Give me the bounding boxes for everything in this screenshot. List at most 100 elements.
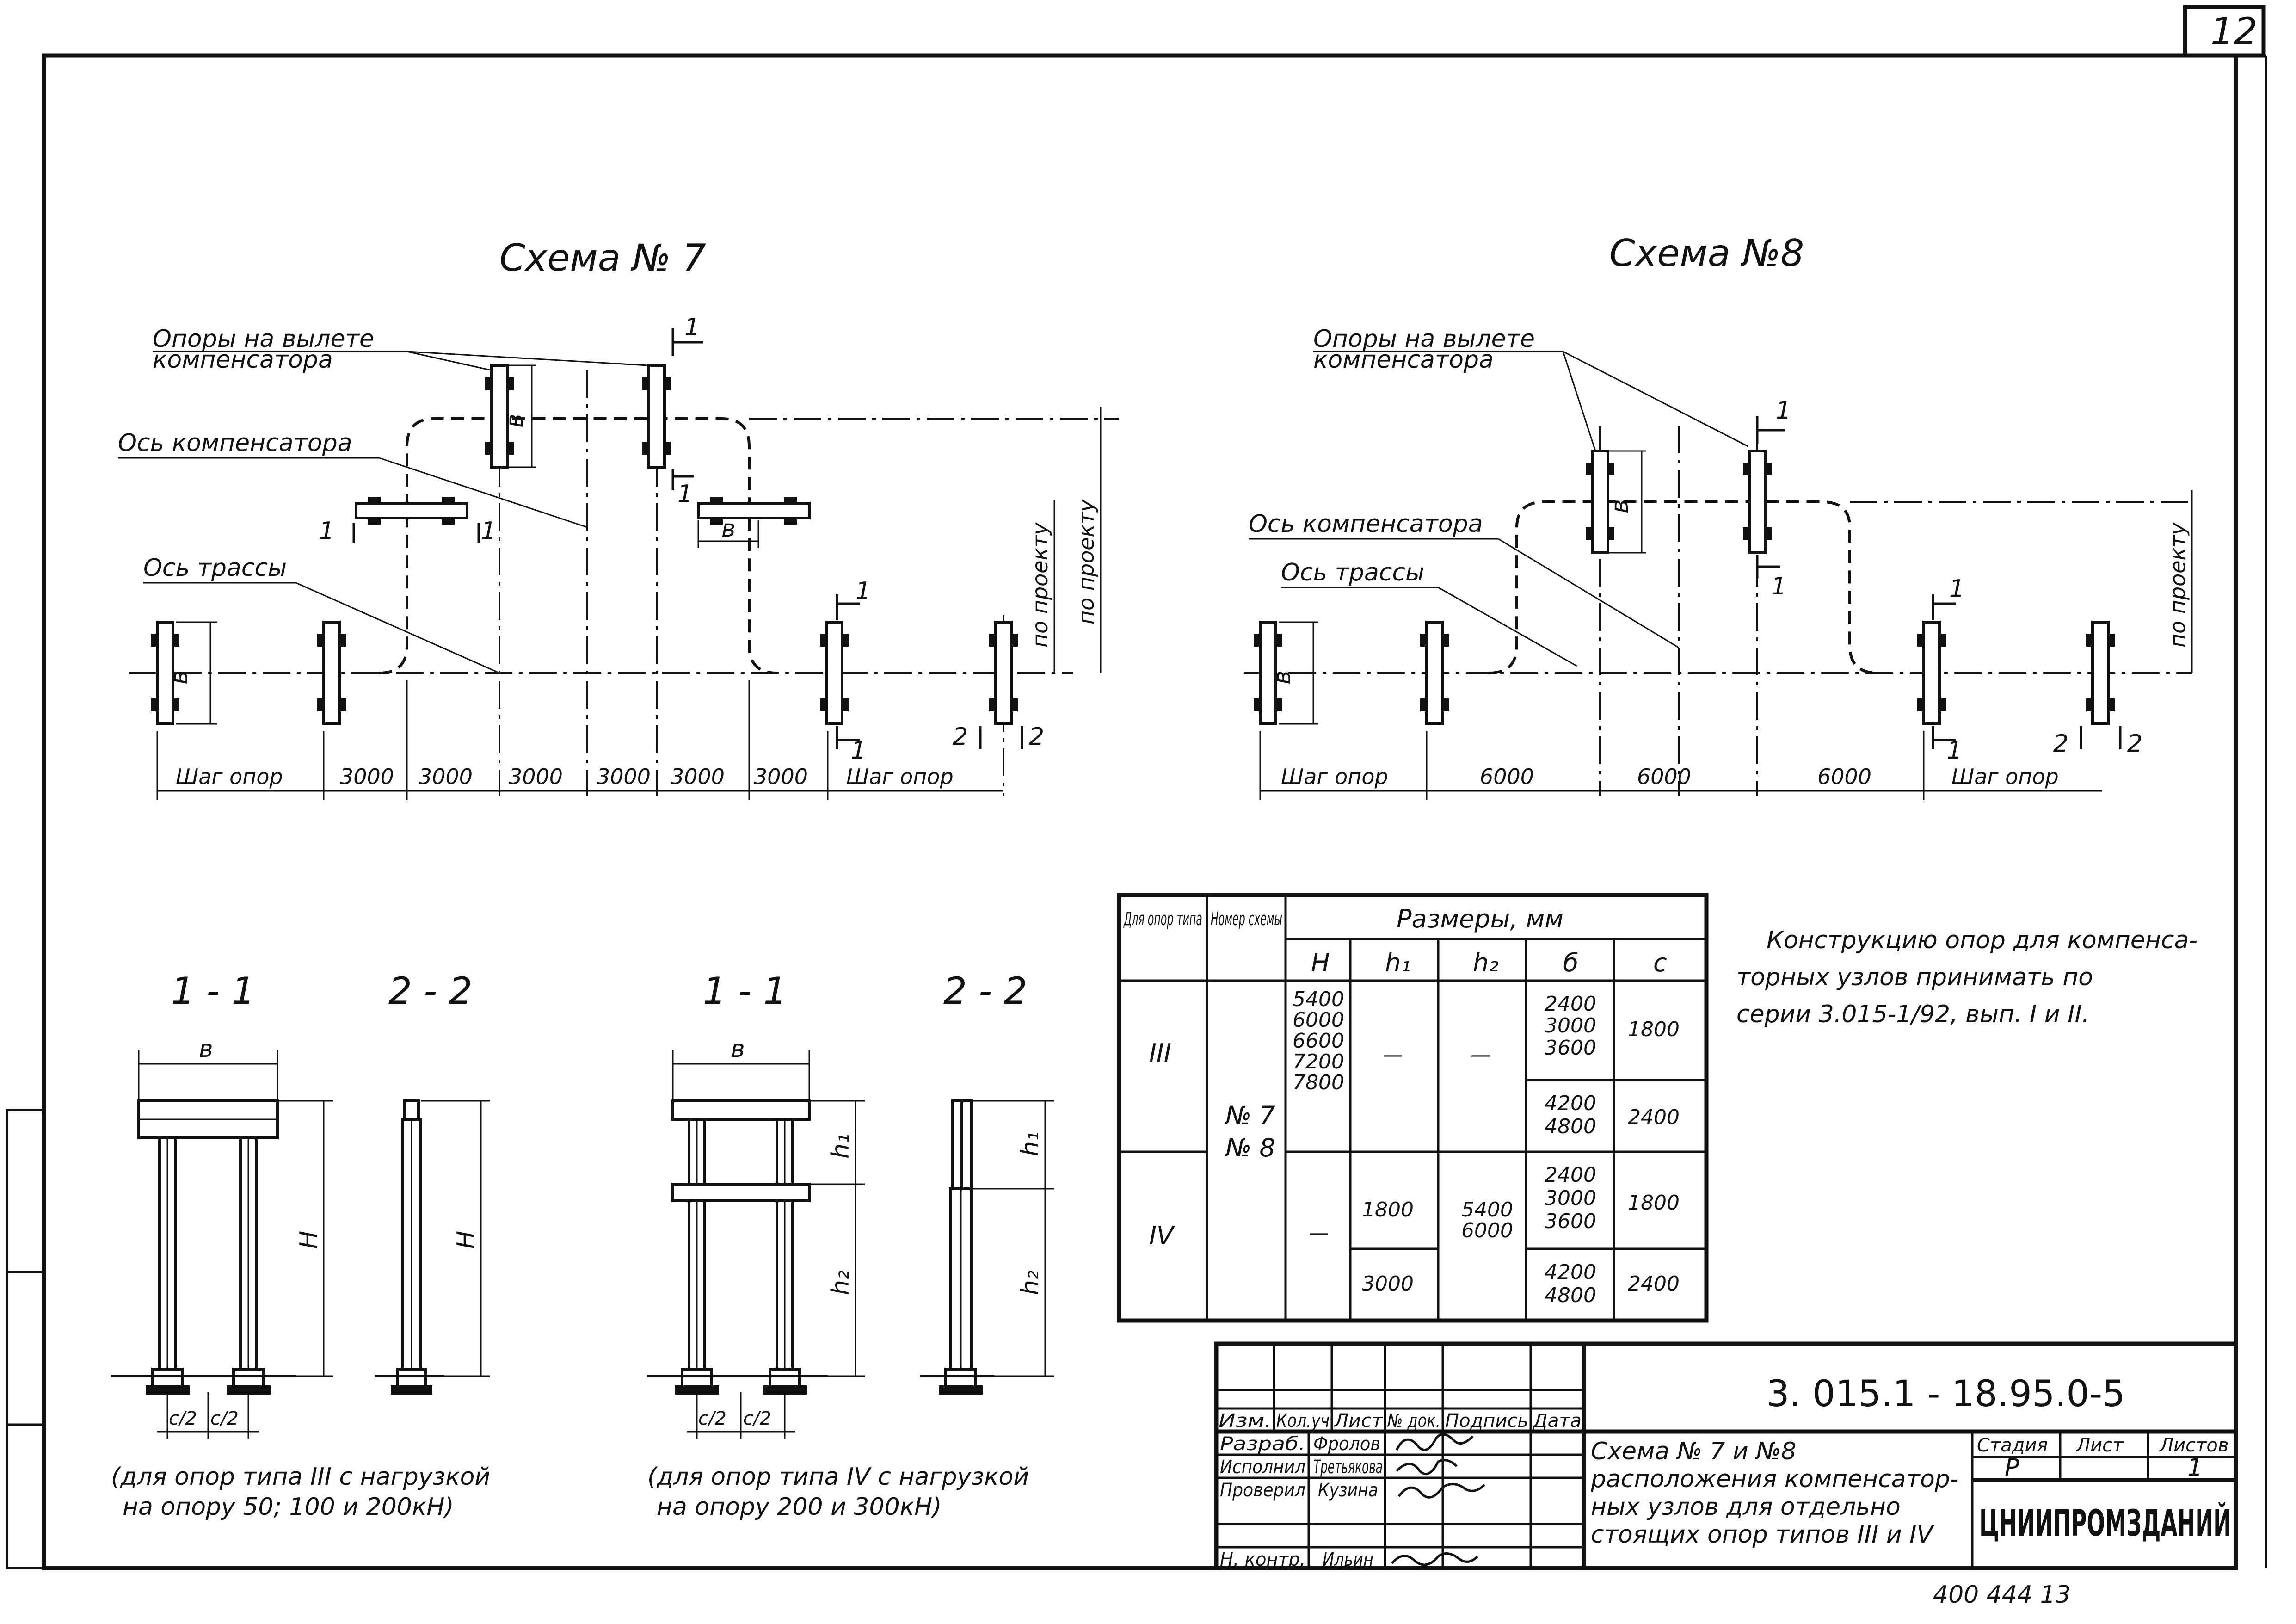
scheme7-b-label-top: в: [501, 414, 529, 428]
tb-role-nkontr: Н. контр.: [1220, 1549, 1305, 1570]
scheme8-dim-step-left: Шаг опор: [1281, 764, 1388, 789]
support-comp-side-right: [697, 497, 811, 525]
section-h1-label-2: h₁: [1016, 1131, 1044, 1156]
scheme7-label-supports-1: Опоры на вылете: [153, 325, 374, 353]
cut-marks-scheme8: 1 1 1 1 2 2: [1756, 397, 2142, 765]
table-cell: 7200: [1293, 1050, 1344, 1074]
section-11-type4-drawing: в h₁ h₂ c/2 c/2: [647, 1035, 865, 1439]
tb-role-ispolnil: Исполнил: [1220, 1457, 1305, 1478]
table-col-h2: h₂: [1473, 948, 1499, 977]
note-line-1: Конструкцию опор для компенса-: [1767, 926, 2198, 954]
table-cell: 4800: [1545, 1115, 1596, 1138]
scheme8-dim-1: 6000: [1637, 764, 1691, 789]
tb-header-izm: Изм.: [1219, 1410, 1272, 1432]
cut-label: 1: [1771, 573, 1786, 600]
table-col-c: c: [1653, 948, 1667, 977]
scheme8-b-label: в: [1268, 670, 1296, 685]
table-cell: 6600: [1293, 1029, 1344, 1053]
section-c2-label: c/2: [169, 1408, 197, 1429]
compensator-loop-8: [1489, 500, 1878, 674]
table-cell: —: [1471, 1043, 1491, 1067]
table-cell: 6000: [1293, 1008, 1344, 1032]
cut-marks-scheme7: 1 1 1 1 1 1 2 2: [319, 314, 1044, 765]
signature-kuzina: [1397, 1483, 1485, 1499]
section-b-label-4: в: [731, 1035, 745, 1063]
section-c2-label-4b: c/2: [743, 1408, 771, 1429]
scheme7-dim-project-2: по проекту: [1074, 499, 1099, 624]
tb-name-tretyakova: Третьякова: [1313, 1457, 1383, 1478]
table-type-4: IV: [1149, 1221, 1176, 1250]
sections: 1 - 1 2 - 2 1 - 1 2 - 2 в H c/2 c/2: [111, 969, 1054, 1521]
section-22-type4-drawing: h₁ h₂: [920, 1099, 1054, 1395]
sheet-frame: 12: [6, 5, 2267, 1570]
scheme8-label-supports-1: Опоры на вылете: [1313, 325, 1535, 353]
table-scheme-8: № 8: [1224, 1133, 1275, 1162]
scheme8-label-axis-route: Ось трассы: [1281, 559, 1424, 587]
support8-left-1: [1254, 621, 1282, 725]
scheme7-dim-0: 3000: [340, 764, 394, 789]
scheme7-dim-3: 3000: [597, 764, 651, 789]
tb-sheets-value: 1: [2187, 1454, 2203, 1482]
section-H-label-2: H: [452, 1231, 480, 1249]
compensator-loop: [379, 417, 777, 674]
signature-ilyin: [1391, 1552, 1478, 1566]
scheme8-dim-step-right: Шаг опор: [1951, 764, 2059, 789]
note-type3-line1: (для опор типа III с нагрузкой: [111, 1463, 490, 1491]
table-col-h1: h₁: [1385, 948, 1411, 977]
tb-role-razrab: Разраб.: [1220, 1433, 1305, 1455]
scheme7-dim-5: 3000: [754, 764, 808, 789]
cut-label: 1: [851, 737, 866, 765]
scheme7-dim-project-1: по проекту: [1028, 522, 1053, 648]
tb-header-ndok: № док.: [1386, 1410, 1440, 1432]
tb-name-ilyin: Ильин: [1323, 1549, 1373, 1570]
table-cell: 2400: [1545, 1163, 1596, 1187]
tb-header-list: Лист: [1333, 1410, 1384, 1432]
scheme7-b-label-side: в: [721, 515, 736, 543]
scheme-7-title: Схема № 7: [499, 236, 706, 279]
support-left-1: [151, 621, 179, 725]
section-11-type3-drawing: в H c/2 c/2: [111, 1035, 333, 1439]
section-H-label: H: [295, 1231, 323, 1249]
tb-organization: ЦНИИПРОМЗДАНИЙ: [1979, 1502, 2231, 1544]
cut-label: 2: [2053, 730, 2068, 758]
table-cell: 4800: [1545, 1284, 1596, 1307]
table-cell: 5400: [1293, 988, 1344, 1011]
support-left-2: [317, 621, 346, 725]
tb-stage-header: Стадия: [1977, 1435, 2048, 1456]
signature-tretyakova: [1396, 1459, 1458, 1476]
scheme-8: Схема №8: [1244, 232, 2193, 800]
cut-label: 1: [677, 480, 693, 508]
support-comp-top-1: [485, 364, 514, 469]
support8-comp-2: [1743, 450, 1772, 554]
scheme7-dim-2: 3000: [509, 764, 563, 789]
scheme8-label-axis-comp: Ось компенсатора: [1249, 510, 1483, 538]
tb-role-proveril: Проверил: [1220, 1480, 1305, 1501]
support8-right-2: [2086, 621, 2115, 725]
scheme-7: Схема № 7: [118, 236, 1119, 800]
scheme8-dimension-chain: [1259, 731, 2102, 800]
table-cell: 3000: [1545, 1186, 1596, 1210]
scheme7-dim-4: 3000: [671, 764, 725, 789]
table-cell: 7800: [1293, 1071, 1344, 1094]
table-cell: 6000: [1461, 1219, 1513, 1242]
tb-drawing-title-1: Схема № 7 и №8: [1591, 1438, 1796, 1465]
table-scheme-7: № 7: [1224, 1101, 1275, 1130]
section-2-2-type4: 2 - 2: [943, 969, 1028, 1013]
section-1-1-type3: 1 - 1: [171, 969, 255, 1013]
table-cell: 4200: [1545, 1092, 1596, 1115]
support8-left-2: [1420, 621, 1449, 725]
tb-drawing-title-3: ных узлов для отдельно: [1591, 1493, 1901, 1521]
scheme8-dim-2: 6000: [1817, 764, 1871, 789]
cut-label: 1: [481, 517, 496, 545]
section-b-label: в: [199, 1035, 213, 1063]
tb-name-kuzina: Кузина: [1318, 1480, 1378, 1501]
support8-right-1: [1917, 621, 1946, 725]
section-h2-label: h₂: [827, 1270, 855, 1295]
table-header-sizes: Размеры, мм: [1397, 904, 1563, 933]
general-note: Конструкцию опор для компенса- торных уз…: [1736, 926, 2198, 1028]
scheme7-label-supports-2: компенсатора: [153, 346, 333, 374]
tb-header-kolych: Кол.уч: [1276, 1410, 1330, 1432]
cut-label: 1: [684, 314, 700, 341]
table-cell: 5400: [1461, 1198, 1513, 1222]
scheme7-label-axis-route: Ось трассы: [143, 554, 287, 582]
